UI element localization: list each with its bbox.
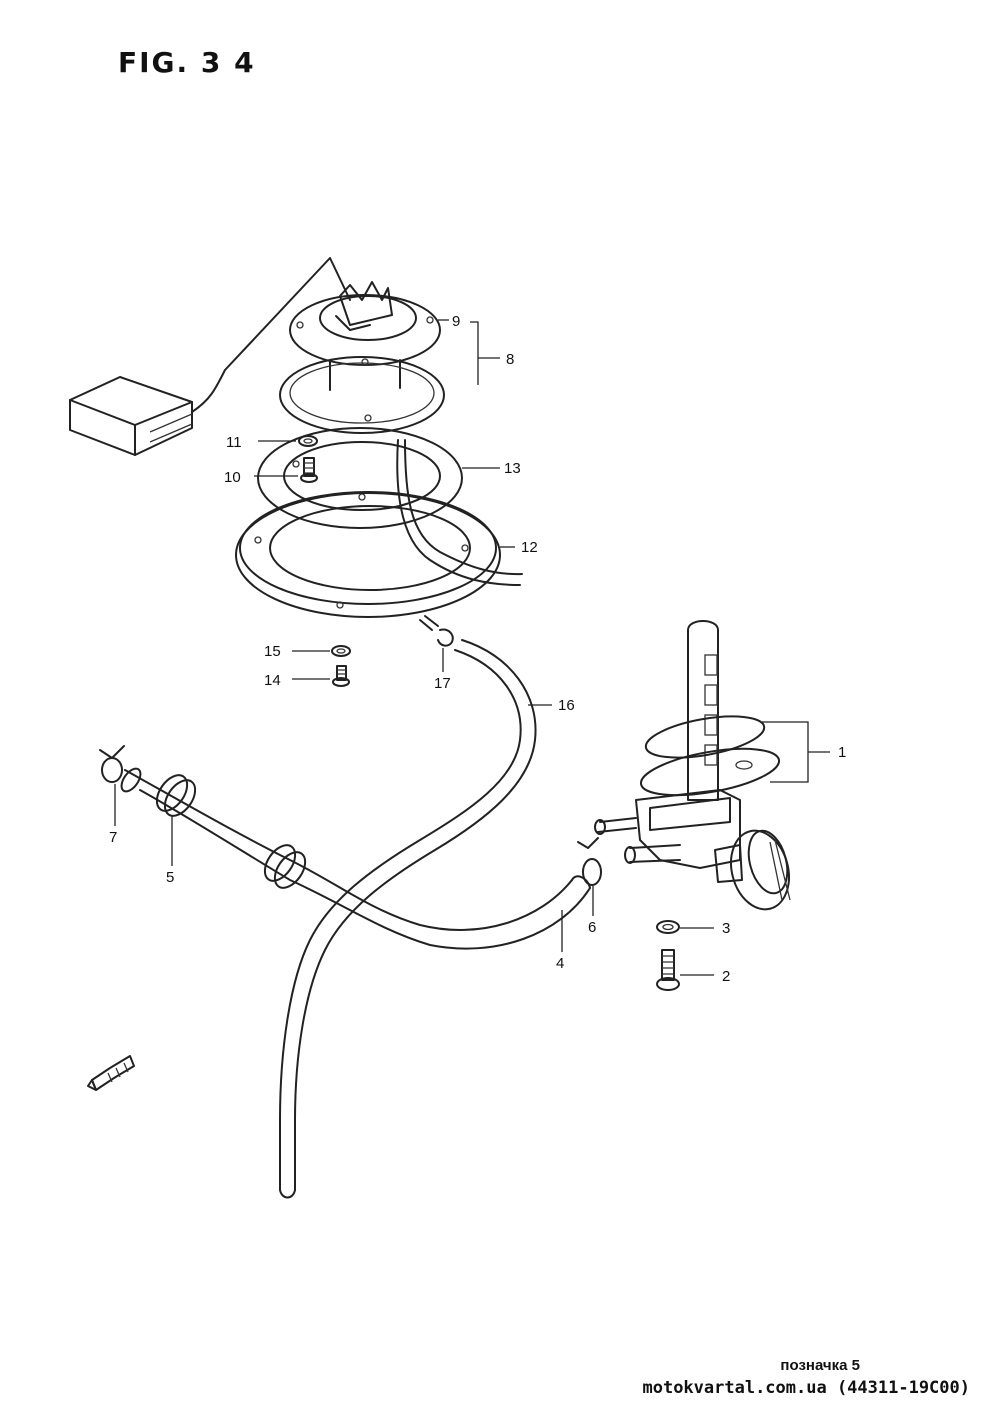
callout-6: 6 (588, 919, 596, 936)
fuel-gauge-ring (257, 427, 463, 529)
callout-17: 17 (434, 675, 451, 692)
tank-gasket (235, 491, 501, 618)
clip-6 (577, 837, 602, 886)
screw-10 (300, 457, 318, 483)
footer-caption: позначка 5 (780, 1357, 860, 1374)
callout-3: 3 (722, 920, 730, 937)
drain-nozzle (419, 615, 439, 631)
fuel-gauge-unit (289, 281, 441, 391)
callout-5: 5 (166, 869, 174, 886)
washer-11 (298, 435, 318, 447)
footer-source: motokvartal.com.ua (44311-19C00) (642, 1378, 970, 1398)
clip-7 (99, 745, 125, 783)
callout-7: 7 (109, 829, 117, 846)
figure-title: FIG. 3 4 (118, 46, 256, 79)
callout-11: 11 (226, 434, 242, 451)
front-arrow-icon (87, 1055, 135, 1091)
callout-12: 12 (521, 539, 538, 556)
washer-3 (656, 920, 680, 934)
callout-14: 14 (264, 672, 281, 689)
callout-15: 15 (264, 643, 281, 660)
callout-4: 4 (556, 955, 564, 972)
fuel-gauge-float (69, 257, 351, 456)
clip-17 (437, 628, 454, 647)
callout-13: 13 (504, 460, 521, 477)
fuel-gauge-gasket (279, 356, 445, 434)
screw-2 (656, 949, 680, 991)
callout-2: 2 (722, 968, 730, 985)
hose-16 (279, 639, 537, 1199)
nut-14 (332, 665, 350, 687)
leader-lines (114, 319, 830, 976)
fuel-valve (594, 620, 791, 911)
hose-4 (120, 767, 591, 950)
washer-15 (331, 645, 351, 657)
callout-16: 16 (558, 697, 575, 714)
callout-1: 1 (838, 744, 846, 761)
callout-8: 8 (506, 351, 514, 368)
callout-10: 10 (224, 469, 241, 486)
callout-9: 9 (452, 313, 460, 330)
sleeve-5 (155, 774, 307, 889)
